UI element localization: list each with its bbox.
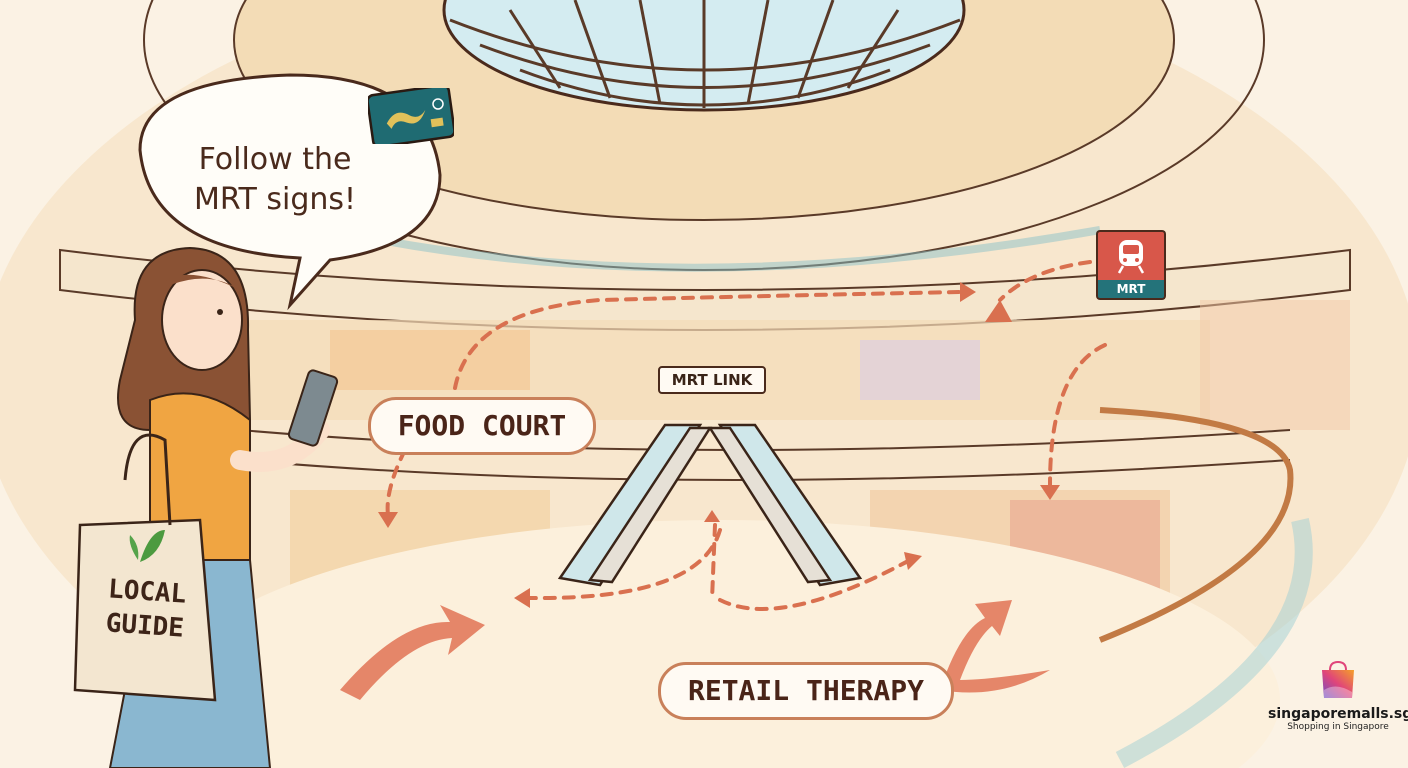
- tote-bag-text: LOCAL GUIDE: [84, 571, 208, 647]
- food-court-label: FOOD COURT: [368, 397, 596, 455]
- mrt-station-sign: MRT: [1096, 230, 1166, 300]
- brand-name: singaporemalls.sg: [1268, 706, 1408, 722]
- mrt-link-sign: MRT LINK: [658, 366, 766, 394]
- local-guide-girl: [73, 246, 339, 768]
- mrt-sign-label: MRT: [1096, 280, 1166, 300]
- ez-link-card-icon: [368, 88, 454, 144]
- brand-tagline: Shopping in Singapore: [1287, 722, 1389, 732]
- retail-therapy-label: RETAIL THERAPY: [658, 662, 954, 720]
- train-icon: [1117, 240, 1145, 274]
- shopping-bag-logo-icon: [1322, 660, 1354, 698]
- brand-logo: singaporemalls.sg Shopping in Singapore: [1268, 660, 1408, 732]
- speech-bubble: Follow the MRT signs!: [170, 140, 380, 220]
- speech-line-2: MRT signs!: [193, 182, 357, 217]
- speech-line-1: Follow the: [198, 142, 352, 177]
